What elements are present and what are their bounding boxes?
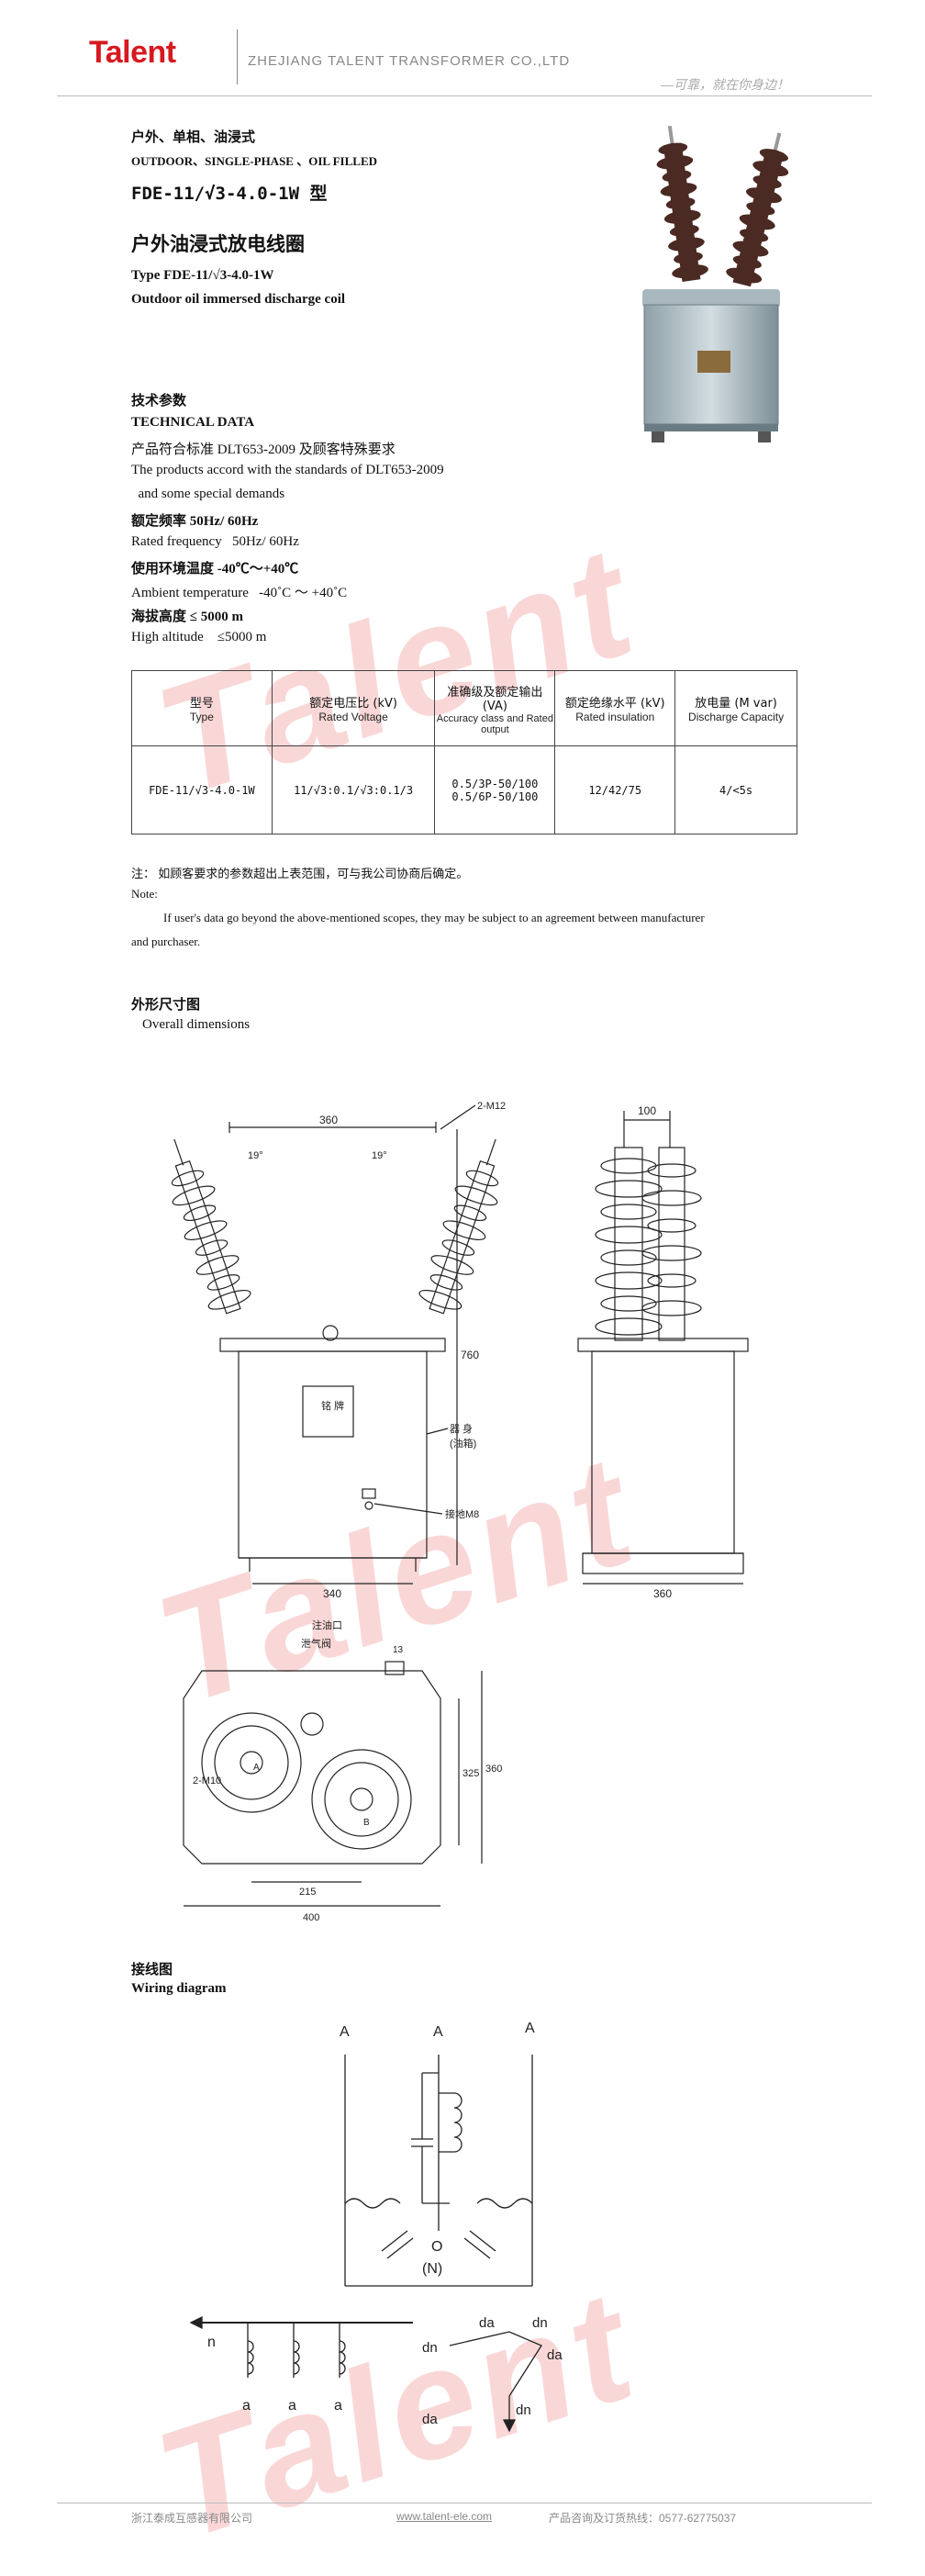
- table-cell-line: 0.5/3P-50/100: [451, 777, 539, 790]
- table-row: FDE-11/√3-4.0-1W 11/√3:0.1/√3:0.1/3 0.5/…: [131, 745, 797, 834]
- type-line: Type FDE-11/√3-4.0-1W: [131, 268, 274, 283]
- category-cn: 户外、单相、油浸式: [131, 130, 256, 145]
- table-cell: 11/√3:0.1/√3:0.1/3: [271, 745, 436, 834]
- terminal-dn: dn: [422, 2340, 438, 2356]
- model-title: FDE-11/√3-4.0-1W 型: [131, 184, 328, 204]
- dimensions-heading-cn: 外形尺寸图: [131, 997, 201, 1013]
- bolt-label: 2-M12: [477, 1101, 506, 1112]
- tech-line: 产品符合标准 DLT653-2009 及顾客特殊要求: [131, 442, 396, 457]
- terminal-a: a: [242, 2398, 251, 2414]
- product-name-en: Outdoor oil immersed discharge coil: [131, 292, 346, 307]
- tech-line: 使用环境温度 -40℃～+40℃: [131, 562, 299, 577]
- tech-line: Rated frequency 50Hz/ 60Hz: [131, 534, 299, 549]
- neutral-O: O: [431, 2239, 442, 2255]
- terminal-A: A: [525, 2021, 535, 2036]
- nameplate-label: 铭 牌: [321, 1399, 344, 1412]
- oil-inlet-label: 注油口: [312, 1618, 342, 1631]
- header-cell-en: Discharge Capacity: [688, 711, 785, 723]
- terminal-dn: dn: [516, 2402, 531, 2418]
- header-cell-cn: 准确级及额定输出 (VA): [447, 685, 543, 713]
- tech-heading-en: TECHNICAL DATA: [131, 415, 255, 430]
- angle-right: 19°: [372, 1150, 387, 1161]
- angle-left: 19°: [248, 1150, 263, 1161]
- table-cell: FDE-11/√3-4.0-1W: [131, 745, 273, 834]
- terminal-A: A: [340, 2024, 350, 2040]
- header-cell-cn: 额定电压比 (kV): [309, 697, 397, 711]
- terminal-dn: dn: [532, 2315, 548, 2331]
- tech-line: The products accord with the standards o…: [131, 463, 444, 477]
- wiring-heading-cn: 接线图: [131, 1962, 173, 1977]
- dimensions-heading-en: Overall dimensions: [142, 1017, 251, 1032]
- side-view-drawing: 100 360: [577, 1104, 749, 1600]
- table-cell: 12/42/75: [554, 745, 676, 834]
- label-b: B: [363, 1818, 370, 1828]
- table-cell-line: 0.5/6P-50/100: [451, 790, 539, 803]
- brand-logo: Talent: [89, 35, 176, 70]
- dim-215: 215: [299, 1887, 316, 1898]
- terminal-n: n: [207, 2335, 216, 2350]
- footer-website[interactable]: www.talent-ele.com: [396, 2510, 493, 2523]
- header-cell-en: Rated Voltage: [318, 711, 388, 723]
- footer-company: 浙江泰成互感器有限公司: [131, 2512, 253, 2525]
- note-cn: 注： 如顾客要求的参数超出上表范围，可与我公司协商后确定。: [131, 867, 469, 880]
- table-cell: 4/<5s: [674, 745, 797, 834]
- header-divider: [237, 29, 238, 84]
- body-label: 器 身: [450, 1422, 473, 1435]
- terminal-da: da: [422, 2412, 438, 2427]
- ground-label: 接地M8: [445, 1508, 479, 1520]
- header-cell-en: Rated insulation: [575, 711, 655, 723]
- dim-100: 100: [638, 1104, 656, 1117]
- tech-line: 额定频率 50Hz/ 60Hz: [131, 514, 259, 529]
- dim-360: 360: [319, 1114, 338, 1126]
- product-name-cn: 户外油浸式放电线圈: [131, 233, 305, 255]
- front-view-drawing: 360 19° 19° 2-M12 铭 牌 340 760 器 身 (油箱) 接…: [171, 1101, 506, 1600]
- header-cell-cn: 放电量 (M var): [695, 697, 777, 711]
- vent-label: 泄气阀: [301, 1637, 331, 1650]
- note-en-text: and purchaser.: [131, 935, 201, 948]
- wiring-heading-en: Wiring diagram: [131, 1981, 227, 1996]
- label-a: A: [253, 1763, 260, 1773]
- company-name: ZHEJIANG TALENT TRANSFORMER CO.,LTD: [248, 53, 571, 69]
- product-photo: [642, 125, 789, 442]
- tech-line: Ambient temperature -40˚C ～ +40˚C: [131, 586, 348, 600]
- wiring-diagram: A A A O (N) n a a a da dn dn da da dn: [189, 2021, 563, 2433]
- terminal-da: da: [547, 2347, 563, 2363]
- dim-side-360: 360: [653, 1587, 672, 1600]
- terminal-A: A: [433, 2024, 443, 2040]
- note-en-text: If user's data go beyond the above-menti…: [163, 911, 705, 924]
- header-rule: [57, 95, 872, 96]
- terminal-da: da: [479, 2315, 495, 2331]
- category-en: OUTDOOR、SINGLE-PHASE 、OIL FILLED: [131, 154, 377, 168]
- body-label-2: (油箱): [450, 1437, 476, 1450]
- header-cell-cn: 额定绝缘水平 (kV): [564, 697, 665, 711]
- footer-hotline: 产品咨询及订货热线：0577-62775037: [549, 2512, 737, 2525]
- tech-line: High altitude ≤5000 m: [131, 630, 267, 644]
- tech-line: 海拔高度 ≤ 5000 m: [131, 610, 243, 624]
- tech-line: and some special demands: [131, 487, 285, 501]
- tech-heading-cn: 技术参数: [131, 393, 187, 409]
- dim-13: 13: [393, 1645, 404, 1655]
- terminal-a: a: [288, 2398, 296, 2414]
- dim-325: 325: [462, 1768, 479, 1779]
- dim-340: 340: [323, 1587, 341, 1600]
- dim-760: 760: [461, 1349, 479, 1361]
- dim-plan-360: 360: [485, 1764, 502, 1775]
- neutral-N: (N): [422, 2261, 442, 2277]
- plan-bolt: 2-M10: [193, 1775, 221, 1786]
- note-en-label: Note:: [131, 887, 158, 901]
- header-cell-en: Type: [189, 711, 214, 723]
- terminal-a: a: [334, 2398, 342, 2414]
- header-cell-en: Accuracy class and Rated output: [436, 712, 553, 735]
- plan-view-drawing: 注油口 泄气阀 13 2-M10 A B 325 360 215 400: [183, 1618, 502, 1923]
- dim-400: 400: [303, 1912, 319, 1923]
- slogan: —可靠，就在你身边！: [661, 77, 789, 92]
- header-cell-cn: 型号: [189, 697, 214, 711]
